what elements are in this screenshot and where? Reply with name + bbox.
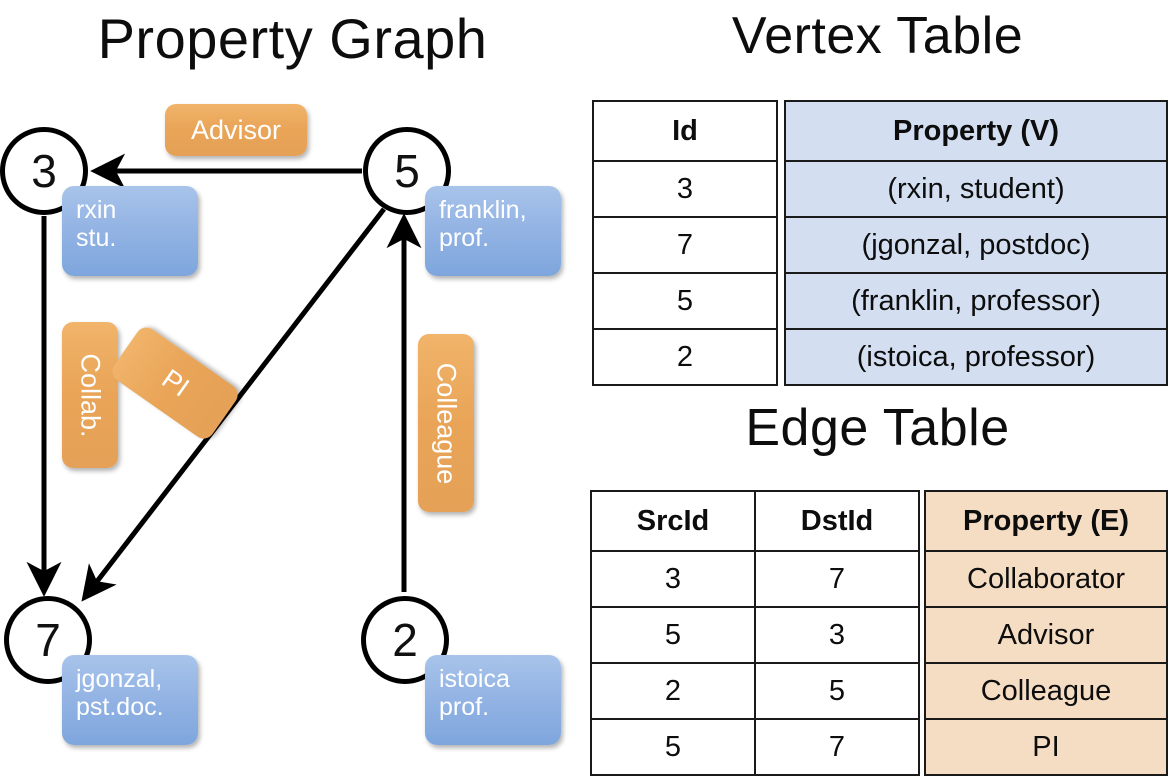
table-row[interactable]: 3 7 [590, 550, 920, 608]
vertex-property-box-5: franklin, prof. [425, 186, 561, 276]
table-row[interactable]: PI [924, 718, 1168, 776]
table-row[interactable]: (jgonzal, postdoc) [784, 216, 1168, 274]
edge-label-advisor: Advisor [165, 104, 307, 156]
edge-table-cell-property: Collaborator [924, 550, 1168, 608]
table-header-row: SrcId DstId [590, 490, 920, 552]
edge-label-colleague-text: Colleague [431, 362, 462, 484]
edge-table-cell-dstid: 5 [754, 662, 920, 720]
page-title-vertex-table: Vertex Table [731, 7, 1024, 65]
table-header-row: Property (V) [784, 100, 1168, 162]
table-row[interactable]: (rxin, student) [784, 160, 1168, 218]
vertex-property-role-2: prof. [439, 693, 490, 721]
table-row[interactable]: 2 [592, 328, 778, 386]
vertex-table-cell-id: 5 [592, 272, 778, 330]
edge-label-collab-text: Collab. [75, 352, 106, 438]
edge-table-id-columns: SrcId DstId 3 7 5 3 2 5 5 7 [590, 490, 920, 776]
vertex-property-name-2: istoica [439, 665, 510, 693]
edge-table-cell-dstid: 7 [754, 550, 920, 608]
edge-label-pi-text: PI [156, 362, 195, 403]
table-row[interactable]: Colleague [924, 662, 1168, 720]
property-graph-panel: Property Graph 3 5 7 2 rxin stu. frankli… [0, 0, 585, 760]
edge-table-cell-srcid: 5 [590, 606, 756, 664]
vertex-table-cell-property: (jgonzal, postdoc) [784, 216, 1168, 274]
table-row[interactable]: (istoica, professor) [784, 328, 1168, 386]
table-row[interactable]: 5 3 [590, 606, 920, 664]
vertex-property-name-7: jgonzal, [76, 665, 163, 693]
page-title-property-graph: Property Graph [97, 7, 488, 70]
vertex-property-box-2: istoica prof. [425, 655, 561, 745]
vertex-table-header-property: Property (V) [784, 100, 1168, 162]
edge-label-colleague: Colleague [418, 334, 474, 512]
table-row[interactable]: 5 7 [590, 718, 920, 776]
edge-table-cell-srcid: 5 [590, 718, 756, 776]
vertex-table-cell-id: 2 [592, 328, 778, 386]
edge-table-header-property: Property (E) [924, 490, 1168, 552]
vertex-property-name-5: franklin, [439, 196, 527, 224]
vertex-table-cell-id: 7 [592, 216, 778, 274]
edge-table-header-srcid: SrcId [590, 490, 756, 552]
vertex-table-cell-property: (rxin, student) [784, 160, 1168, 218]
table-row[interactable]: 2 5 [590, 662, 920, 720]
edge-table-cell-srcid: 3 [590, 550, 756, 608]
table-row[interactable]: Collaborator [924, 550, 1168, 608]
vertex-table-id-column: Id 3 7 5 2 [592, 100, 778, 386]
vertex-property-name-3: rxin [76, 196, 117, 224]
edge-table-cell-dstid: 3 [754, 606, 920, 664]
table-row[interactable]: (franklin, professor) [784, 272, 1168, 330]
vertex-table-cell-property: (franklin, professor) [784, 272, 1168, 330]
table-header-row: Property (E) [924, 490, 1168, 552]
vertex-property-role-7: pst.doc. [76, 693, 164, 721]
vertex-node-5[interactable]: 5 [363, 127, 451, 215]
vertex-property-box-7: jgonzal, pst.doc. [62, 655, 198, 745]
edge-label-collab: Collab. [62, 322, 118, 468]
vertex-property-box-3: rxin stu. [62, 186, 198, 276]
edge-table-cell-srcid: 2 [590, 662, 756, 720]
vertex-table-header-id: Id [592, 100, 778, 162]
edge-table-cell-property: PI [924, 718, 1168, 776]
vertex-table-cell-property: (istoica, professor) [784, 328, 1168, 386]
vertex-property-role-3: stu. [76, 224, 117, 252]
vertex-property-role-5: prof. [439, 224, 490, 252]
vertex-node-2[interactable]: 2 [361, 596, 449, 684]
table-row[interactable]: Advisor [924, 606, 1168, 664]
edge-5-to-7-pi [81, 207, 386, 602]
table-header-row: Id [592, 100, 778, 162]
page-title-edge-table: Edge Table [745, 399, 1010, 457]
table-row[interactable]: 5 [592, 272, 778, 330]
vertex-table-property-column: Property (V) (rxin, student) (jgonzal, p… [784, 100, 1168, 386]
edge-table-header-dstid: DstId [754, 490, 920, 552]
edge-table-cell-property: Advisor [924, 606, 1168, 664]
edge-table-property-column: Property (E) Collaborator Advisor Collea… [924, 490, 1168, 776]
edge-table-cell-dstid: 7 [754, 718, 920, 776]
graph-edges-svg [26, 153, 422, 602]
table-row[interactable]: 7 [592, 216, 778, 274]
edge-table-cell-property: Colleague [924, 662, 1168, 720]
edge-label-advisor-text: Advisor [190, 114, 282, 145]
vertex-table-cell-id: 3 [592, 160, 778, 218]
table-row[interactable]: 3 [592, 160, 778, 218]
